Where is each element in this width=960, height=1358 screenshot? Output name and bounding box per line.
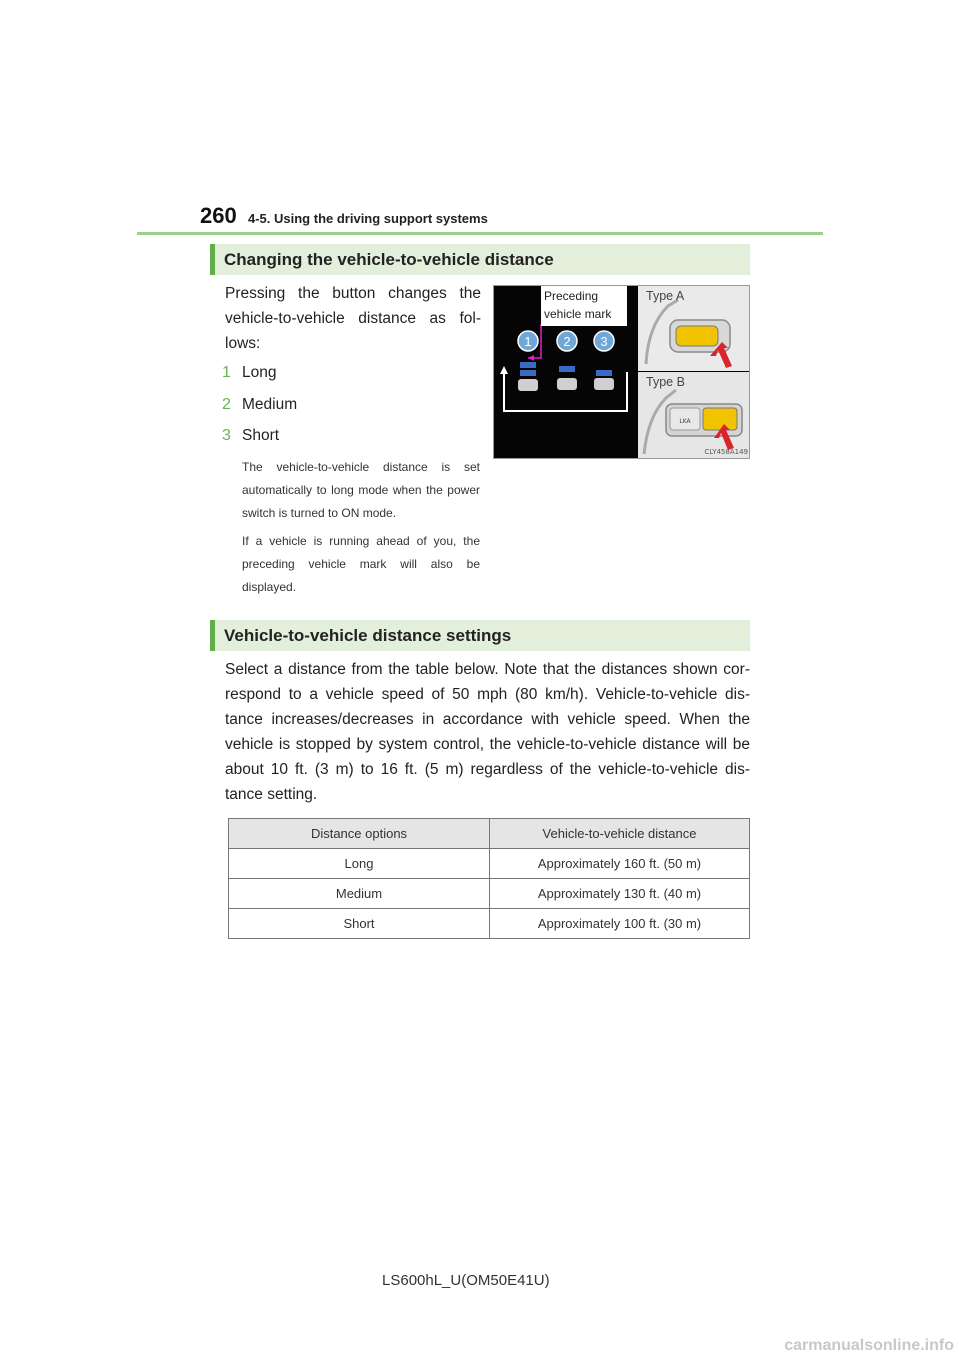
car-icon [594, 378, 614, 390]
type-a-switch-graphic [644, 298, 732, 368]
section-title: 4-5. Using the driving support systems [248, 211, 488, 226]
type-a-panel: Type A [638, 286, 749, 371]
step-long: 1 Long [222, 364, 276, 382]
mark-3-label: 3 [600, 334, 607, 349]
page-number: 260 [200, 203, 237, 228]
table-cell-distance: Approximately 130 ft. (40 m) [489, 878, 750, 909]
distance-bar [520, 362, 536, 368]
step-label: Long [242, 364, 277, 381]
section-heading-changing-distance: Changing the vehicle-to-vehicle distance [210, 244, 750, 275]
step-number: 3 [222, 427, 231, 444]
step-label: Short [242, 427, 280, 444]
step-medium: 2 Medium [222, 396, 297, 414]
header-divider [137, 232, 823, 235]
distance-display-graphic: 1 2 3 [500, 324, 628, 412]
display-panel: 1 2 3 Preceding vehicle mark [494, 286, 637, 458]
mark-2-circle [556, 330, 578, 352]
column-header-vehicle-distance: Vehicle-to-vehicle distance [489, 818, 750, 849]
distance-button [702, 407, 738, 431]
steering-wheel-edge [642, 388, 677, 455]
table-row: Long Approximately 160 ft. (50 m) [228, 848, 750, 879]
type-b-panel: LKA Type B CLY458A149 [638, 372, 749, 458]
footer-model-code: LS600hL_U(OM50E41U) [382, 1272, 550, 1289]
press-arrow-icon [714, 424, 734, 450]
table-header-row: Distance options Vehicle-to-vehicle dist… [228, 818, 750, 849]
step-short: 3 Short [222, 427, 279, 445]
table-row: Short Approximately 100 ft. (30 m) [228, 908, 750, 939]
table-row: Medium Approximately 130 ft. (40 m) [228, 878, 750, 909]
car-icon [557, 378, 577, 390]
steering-wheel-edge [644, 298, 679, 365]
car-icon [518, 379, 538, 391]
distance-bar [559, 366, 575, 372]
preceding-vehicle-label: Preceding vehicle mark [541, 286, 627, 326]
mark-2-label: 2 [563, 334, 570, 349]
type-b-switch-graphic: LKA [642, 388, 743, 455]
settings-paragraph: Select a distance from the table below. … [225, 661, 750, 803]
table-cell-option: Short [228, 908, 490, 939]
table-cell-option: Medium [228, 878, 490, 909]
press-arrow-icon [710, 342, 732, 368]
mark-3-circle [593, 330, 615, 352]
figure-code: CLY458A149 [704, 448, 748, 456]
intro-paragraph: Pressing the button changes the vehicle-… [225, 285, 481, 352]
type-a-label: Type A [646, 289, 685, 303]
vehicle-group-1 [518, 362, 538, 391]
vehicle-group-3 [594, 370, 614, 390]
section-heading-distance-settings: Vehicle-to-vehicle distance settings [210, 620, 750, 651]
cycle-bracket [503, 372, 628, 412]
table-cell-distance: Approximately 160 ft. (50 m) [489, 848, 750, 879]
step-number: 1 [222, 364, 231, 381]
table-cell-distance: Approximately 100 ft. (30 m) [489, 908, 750, 939]
distance-table: Distance options Vehicle-to-vehicle dist… [228, 818, 750, 939]
mark-1-label: 1 [524, 334, 531, 349]
mark-1-circle [517, 330, 539, 352]
watermark: carmanualsonline.info [784, 1337, 954, 1354]
lka-button [669, 407, 701, 431]
note-default-mode: The vehicle-to-vehicle distance is set a… [242, 460, 480, 520]
distance-bar [596, 370, 612, 376]
vehicle-group-2 [557, 366, 577, 390]
distance-bar [520, 370, 536, 376]
type-b-label: Type B [646, 375, 685, 389]
lka-label: LKA [679, 418, 691, 425]
distance-button [675, 325, 719, 347]
step-label: Medium [242, 396, 298, 413]
table-cell-option: Long [228, 848, 490, 879]
cycle-arrowhead [500, 366, 508, 374]
column-header-distance-options: Distance options [228, 818, 490, 849]
step-number: 2 [222, 396, 231, 413]
distance-illustration: 1 2 3 Preceding vehicle mark [493, 285, 750, 459]
pointer-arrowhead [528, 355, 534, 361]
note-preceding-vehicle: If a vehicle is running ahead of you, th… [242, 534, 480, 594]
